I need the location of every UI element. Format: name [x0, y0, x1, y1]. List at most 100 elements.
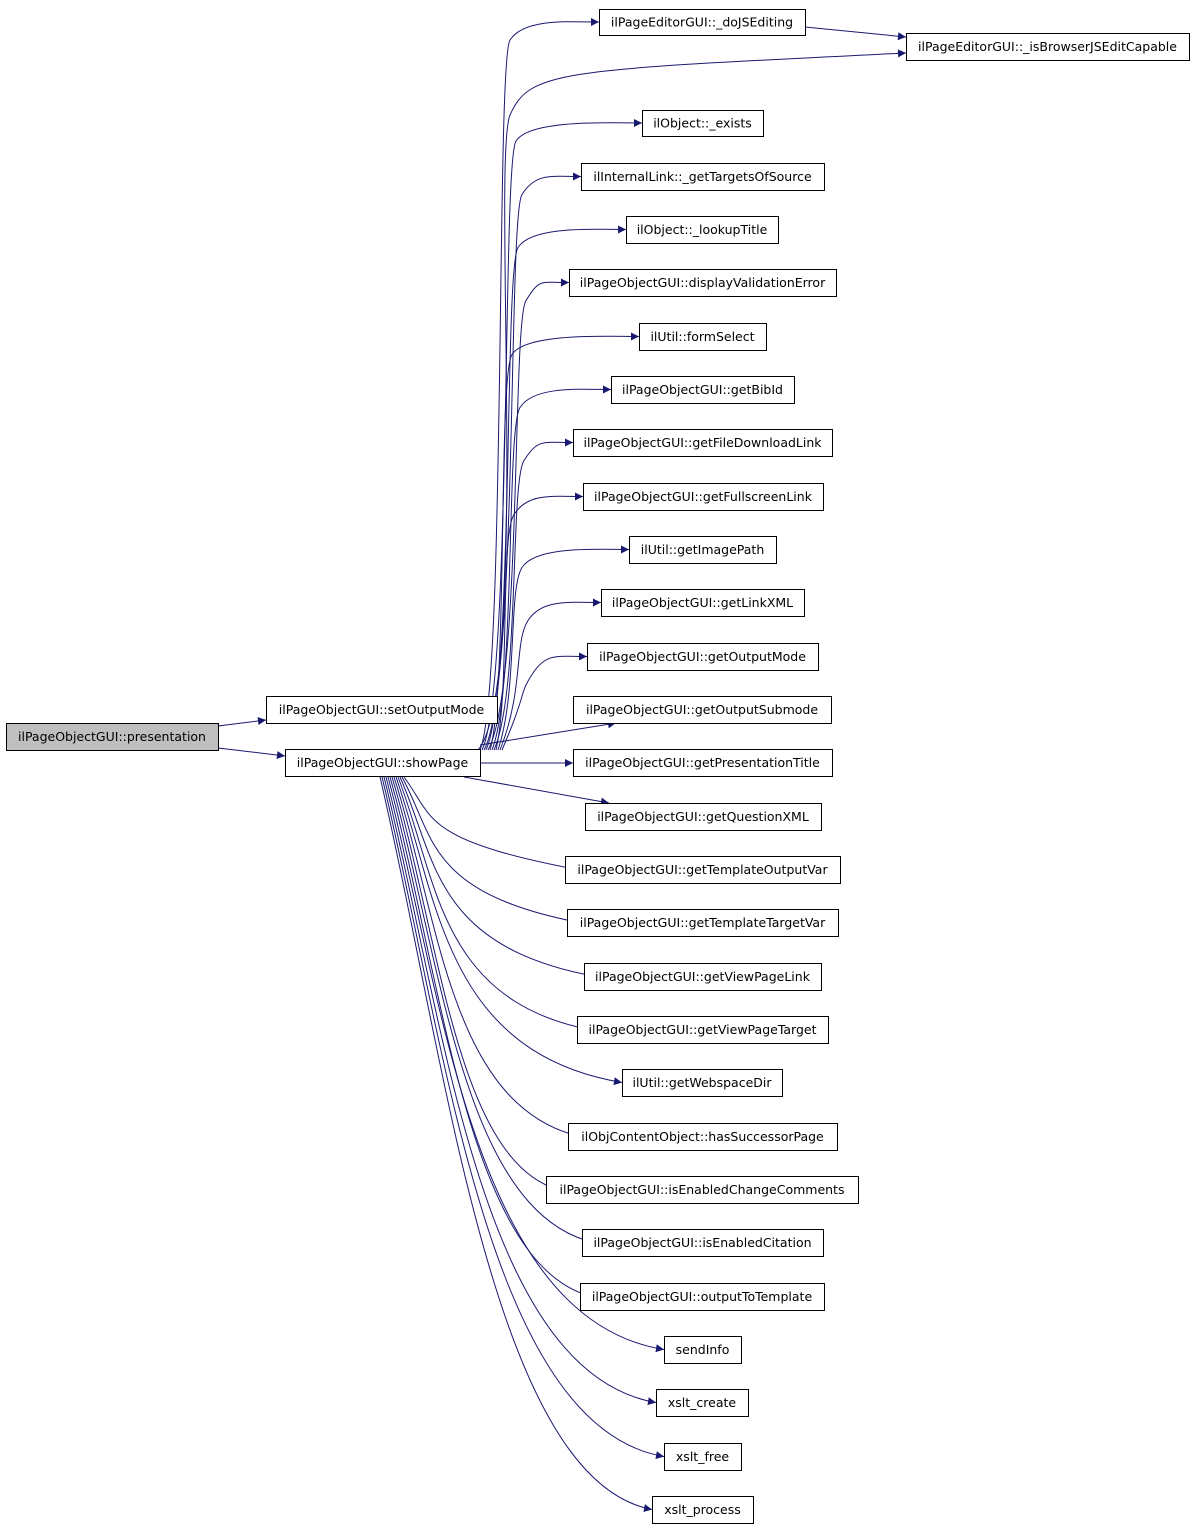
- node-box: [642, 110, 764, 137]
- node-label: ilPageObjectGUI::getOutputSubmode: [586, 702, 818, 717]
- node-label: ilPageObjectGUI::isEnabledCitation: [593, 1235, 811, 1250]
- node-box: [622, 1069, 783, 1097]
- node-label: ilPageObjectGUI::getFullscreenLink: [594, 489, 813, 504]
- edge-showPage-sendInfo: [385, 776, 665, 1353]
- node-setOutputMode[interactable]: ilPageObjectGUI::setOutputMode: [266, 696, 498, 724]
- node-label: ilPageObjectGUI::isEnabledChangeComments: [560, 1182, 845, 1197]
- node-root[interactable]: ilPageObjectGUI::presentation: [6, 723, 219, 751]
- node-label: ilUtil::getImagePath: [641, 542, 765, 557]
- node-isEnabledChangeComments[interactable]: ilPageObjectGUI::isEnabledChangeComments: [546, 1176, 859, 1204]
- node-doJSEditing[interactable]: ilPageEditorGUI::_doJSEditing: [599, 9, 806, 36]
- node-box: [6, 723, 219, 751]
- node-hasSuccessorPage[interactable]: ilObjContentObject::hasSuccessorPage: [568, 1123, 838, 1151]
- node-getBibId[interactable]: ilPageObjectGUI::getBibId: [611, 376, 795, 404]
- node-label: ilPageObjectGUI::getQuestionXML: [597, 809, 809, 824]
- node-box: [573, 696, 832, 724]
- node-isBrowserJSEditCapable[interactable]: ilPageEditorGUI::_isBrowserJSEditCapable: [906, 33, 1190, 61]
- call-edges: [217, 17, 907, 1512]
- node-box: [639, 323, 767, 351]
- node-box: [285, 749, 481, 777]
- node-label: sendInfo: [676, 1342, 730, 1357]
- node-box: [266, 696, 498, 724]
- node-label: xslt_free: [676, 1449, 729, 1464]
- node-showPage[interactable]: ilPageObjectGUI::showPage: [285, 749, 481, 777]
- node-label: ilInternalLink::_getTargetsOfSource: [593, 169, 812, 184]
- node-box: [546, 1176, 859, 1204]
- node-lookupTitle[interactable]: ilObject::_lookupTitle: [626, 216, 779, 244]
- node-label: ilPageObjectGUI::showPage: [297, 755, 469, 770]
- node-box: [573, 749, 833, 777]
- node-label: ilUtil::getWebspaceDir: [632, 1075, 772, 1090]
- node-label: ilPageObjectGUI::displayValidationError: [580, 275, 826, 290]
- edge-showPage-hasSuccessorPage: [393, 776, 581, 1139]
- node-getFullscreenLink[interactable]: ilPageObjectGUI::getFullscreenLink: [583, 483, 824, 511]
- edge-showPage-getQuestionXML: [463, 776, 610, 806]
- node-getViewPageTarget[interactable]: ilPageObjectGUI::getViewPageTarget: [577, 1016, 829, 1044]
- node-box: [906, 33, 1190, 61]
- node-label: ilPageObjectGUI::setOutputMode: [279, 702, 485, 717]
- edge-showPage-getOutputMode: [501, 652, 588, 751]
- node-label: ilPageEditorGUI::_isBrowserJSEditCapable: [918, 39, 1177, 54]
- node-displayValidationError[interactable]: ilPageObjectGUI::displayValidationError: [569, 269, 837, 297]
- node-box: [580, 1283, 825, 1311]
- node-sendInfo[interactable]: sendInfo: [664, 1336, 742, 1364]
- node-label: ilPageObjectGUI::getOutputMode: [599, 649, 806, 664]
- edge-showPage-getTargetsOfSource: [483, 172, 582, 751]
- node-box: [582, 1229, 824, 1257]
- node-getLinkXML[interactable]: ilPageObjectGUI::getLinkXML: [601, 589, 805, 617]
- node-label: ilPageObjectGUI::getFileDownloadLink: [583, 435, 822, 450]
- node-box: [611, 376, 795, 404]
- node-getOutputSubmode[interactable]: ilPageObjectGUI::getOutputSubmode: [573, 696, 832, 724]
- node-box: [573, 429, 833, 457]
- node-getFileDownloadLink[interactable]: ilPageObjectGUI::getFileDownloadLink: [573, 429, 833, 457]
- node-formSelect[interactable]: ilUtil::formSelect: [639, 323, 767, 351]
- node-box: [567, 909, 839, 937]
- node-label: xslt_create: [668, 1395, 737, 1410]
- node-xslt_create[interactable]: xslt_create: [656, 1389, 749, 1417]
- node-getTemplateTargetVar[interactable]: ilPageObjectGUI::getTemplateTargetVar: [567, 909, 839, 937]
- node-xslt_free[interactable]: xslt_free: [664, 1443, 742, 1471]
- node-box: [656, 1389, 749, 1417]
- edge-doJSEditing-isBrowserJSEditCapable: [804, 26, 907, 41]
- node-exists[interactable]: ilObject::_exists: [642, 110, 764, 137]
- node-outputToTemplate[interactable]: ilPageObjectGUI::outputToTemplate: [580, 1283, 825, 1311]
- node-getQuestionXML[interactable]: ilPageObjectGUI::getQuestionXML: [585, 803, 822, 831]
- edge-showPage-getOutputSubmode: [479, 720, 617, 746]
- node-box: [583, 483, 824, 511]
- edge-showPage-getLinkXML: [499, 598, 602, 751]
- node-label: ilPageEditorGUI::_doJSEditing: [611, 15, 793, 30]
- node-label: ilPageObjectGUI::outputToTemplate: [592, 1289, 813, 1304]
- node-box: [629, 536, 777, 564]
- edge-showPage-getViewPageLink: [399, 776, 597, 979]
- node-box: [664, 1443, 742, 1471]
- node-box: [577, 1016, 829, 1044]
- edge-showPage-xslt_process: [379, 776, 653, 1512]
- node-getOutputMode[interactable]: ilPageObjectGUI::getOutputMode: [587, 643, 819, 671]
- node-label: ilPageObjectGUI::getTemplateOutputVar: [577, 862, 828, 877]
- edge-showPage-outputToTemplate: [387, 776, 593, 1299]
- node-box: [664, 1336, 742, 1364]
- node-label: ilObjContentObject::hasSuccessorPage: [581, 1129, 824, 1144]
- node-box: [568, 1123, 838, 1151]
- node-label: ilPageObjectGUI::presentation: [18, 729, 206, 744]
- node-getTemplateOutputVar[interactable]: ilPageObjectGUI::getTemplateOutputVar: [565, 856, 841, 884]
- node-label: xslt_process: [664, 1502, 741, 1517]
- node-xslt_process[interactable]: xslt_process: [652, 1496, 754, 1524]
- node-isEnabledCitation[interactable]: ilPageObjectGUI::isEnabledCitation: [582, 1229, 824, 1257]
- node-getWebspaceDir[interactable]: ilUtil::getWebspaceDir: [622, 1069, 783, 1097]
- node-getPresentationTitle[interactable]: ilPageObjectGUI::getPresentationTitle: [573, 749, 833, 777]
- edge-showPage-isEnabledChangeComments: [391, 776, 559, 1192]
- edge-showPage-exists: [481, 118, 643, 751]
- node-box: [599, 9, 806, 36]
- node-label: ilPageObjectGUI::getViewPageTarget: [589, 1022, 817, 1037]
- node-label: ilPageObjectGUI::getTemplateTargetVar: [580, 915, 826, 930]
- node-getImagePath[interactable]: ilUtil::getImagePath: [629, 536, 777, 564]
- node-getViewPageLink[interactable]: ilPageObjectGUI::getViewPageLink: [584, 963, 822, 991]
- node-box: [569, 269, 837, 297]
- edge-showPage-getImagePath: [497, 545, 630, 751]
- node-label: ilPageObjectGUI::getLinkXML: [612, 595, 793, 610]
- node-getTargetsOfSource[interactable]: ilInternalLink::_getTargetsOfSource: [581, 163, 825, 191]
- node-box: [626, 216, 779, 244]
- node-box: [584, 963, 822, 991]
- edge-showPage-isEnabledCitation: [389, 776, 595, 1245]
